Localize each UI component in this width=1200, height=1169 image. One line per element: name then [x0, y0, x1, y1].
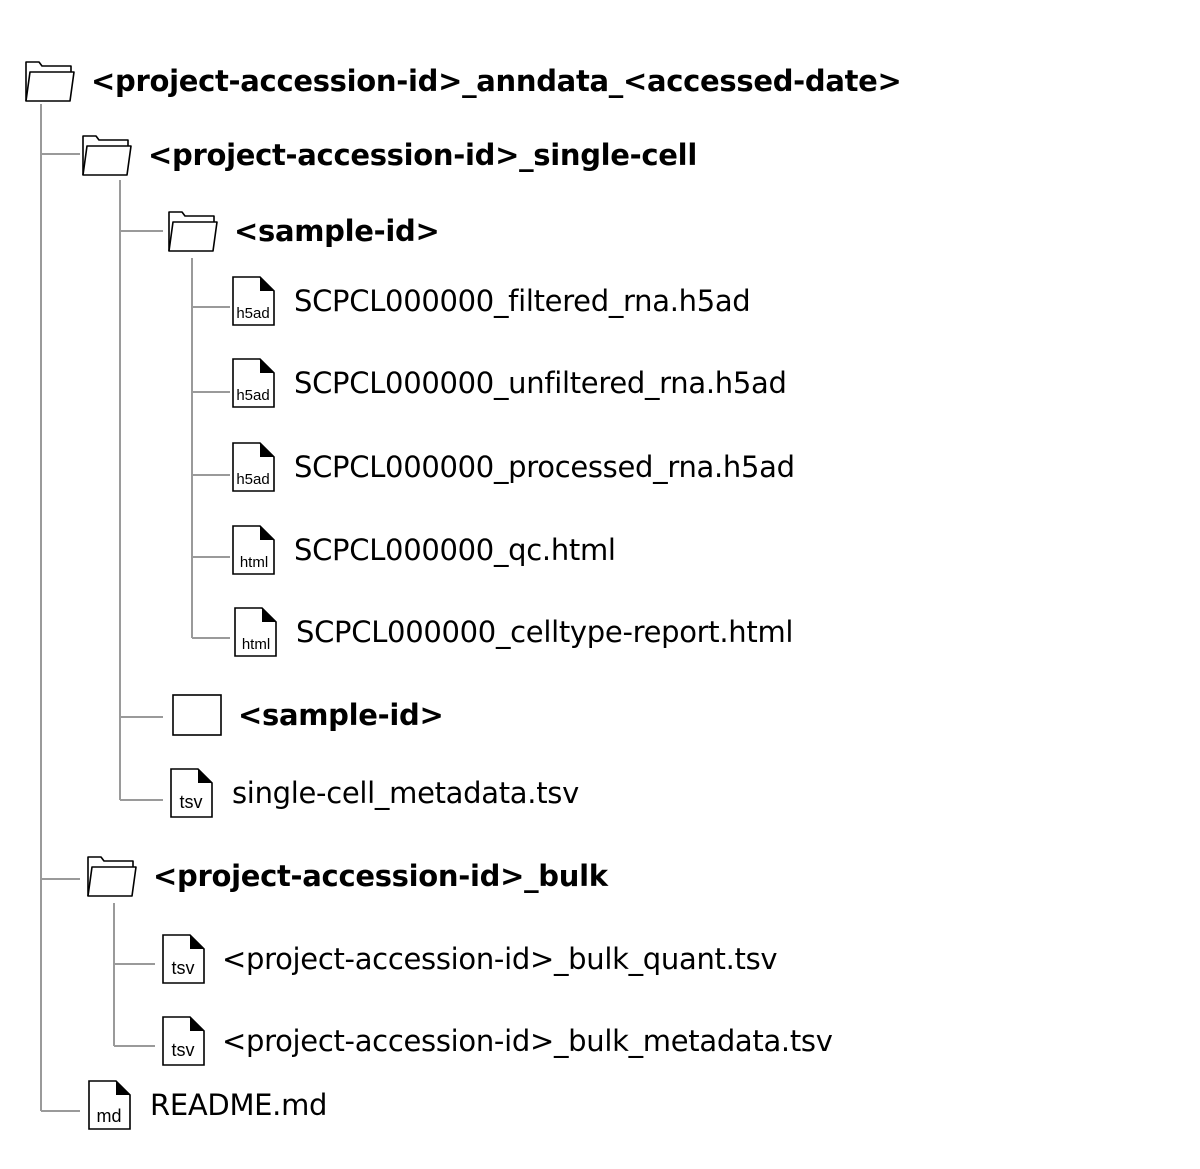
- file-ext-label: md: [96, 1106, 121, 1126]
- root-folder-label: <project-accession-id>_anndata_<accessed…: [91, 63, 902, 98]
- folder-open-icon: [168, 210, 218, 252]
- tree-node-readme[interactable]: md README.md: [88, 1080, 327, 1130]
- tree-node-root[interactable]: <project-accession-id>_anndata_<accessed…: [25, 60, 902, 102]
- file-ext-label: html: [242, 636, 270, 653]
- tree-node-single-cell[interactable]: <project-accession-id>_single-cell: [82, 134, 697, 176]
- file-ext-label: tsv: [179, 792, 202, 812]
- tree-node-file[interactable]: html SCPCL000000_qc.html: [232, 525, 616, 575]
- tree-node-file[interactable]: tsv single-cell_metadata.tsv: [170, 768, 579, 818]
- file-ext-label: h5ad: [236, 471, 269, 488]
- tsv-file-icon: tsv: [162, 934, 206, 984]
- tree-node-file[interactable]: h5ad SCPCL000000_processed_rna.h5ad: [232, 442, 795, 492]
- file-label: SCPCL000000_filtered_rna.h5ad: [294, 283, 751, 318]
- tree-node-sample-2[interactable]: <sample-id>: [172, 694, 444, 736]
- file-label: SCPCL000000_processed_rna.h5ad: [294, 449, 795, 484]
- tsv-file-icon: tsv: [162, 1016, 206, 1066]
- file-ext-label: html: [240, 554, 268, 571]
- h5ad-file-icon: h5ad: [232, 442, 276, 492]
- folder-open-icon: [82, 134, 132, 176]
- bulk-folder-label: <project-accession-id>_bulk: [153, 858, 608, 893]
- tree-node-file[interactable]: tsv <project-accession-id>_bulk_metadata…: [162, 1016, 833, 1066]
- tree-node-file[interactable]: tsv <project-accession-id>_bulk_quant.ts…: [162, 934, 778, 984]
- file-ext-label: tsv: [171, 958, 194, 978]
- file-ext-label: tsv: [171, 1040, 194, 1060]
- file-label: single-cell_metadata.tsv: [232, 775, 579, 810]
- h5ad-file-icon: h5ad: [232, 276, 276, 326]
- md-file-icon: md: [88, 1080, 132, 1130]
- file-label: SCPCL000000_qc.html: [294, 532, 616, 567]
- single-cell-folder-label: <project-accession-id>_single-cell: [148, 137, 697, 172]
- h5ad-file-icon: h5ad: [232, 358, 276, 408]
- file-label: <project-accession-id>_bulk_quant.tsv: [222, 941, 778, 976]
- file-label: SCPCL000000_celltype-report.html: [296, 614, 794, 649]
- tree-node-file[interactable]: h5ad SCPCL000000_unfiltered_rna.h5ad: [232, 358, 787, 408]
- tree-node-file[interactable]: html SCPCL000000_celltype-report.html: [234, 607, 793, 657]
- file-label: README.md: [150, 1087, 328, 1122]
- folder-open-icon: [87, 855, 137, 897]
- html-file-icon: html: [232, 525, 276, 575]
- folder-closed-icon: [172, 694, 222, 736]
- file-ext-label: h5ad: [236, 305, 269, 322]
- tsv-file-icon: tsv: [170, 768, 214, 818]
- tree-node-bulk[interactable]: <project-accession-id>_bulk: [87, 855, 608, 897]
- file-label: <project-accession-id>_bulk_metadata.tsv: [222, 1023, 833, 1058]
- sample-folder-label: <sample-id>: [234, 213, 440, 248]
- file-label: SCPCL000000_unfiltered_rna.h5ad: [294, 365, 787, 400]
- file-ext-label: h5ad: [236, 387, 269, 404]
- html-file-icon: html: [234, 607, 278, 657]
- tree-node-sample-1[interactable]: <sample-id>: [168, 210, 440, 252]
- tree-node-file[interactable]: h5ad SCPCL000000_filtered_rna.h5ad: [232, 276, 751, 326]
- sample-folder-label: <sample-id>: [238, 697, 444, 732]
- folder-open-icon: [25, 60, 75, 102]
